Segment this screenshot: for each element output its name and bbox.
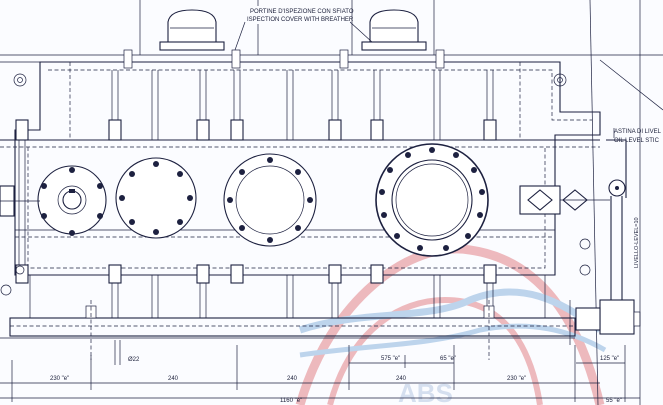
dimension-lines [0, 340, 640, 402]
bearing-cover-4 [375, 143, 489, 257]
rib [230, 70, 244, 284]
rib [286, 70, 294, 318]
dim-240-c: 240 [396, 376, 407, 382]
inspection-cover-label-en: ISPECTION COVER WITH BREATHER [247, 17, 354, 23]
dim-hole: Ø22 [128, 357, 140, 363]
top-bolts [123, 49, 445, 69]
housing-upper [0, 61, 601, 141]
dim-240-a: 240 [168, 376, 179, 382]
base-bolts [85, 300, 495, 360]
rib [328, 70, 342, 318]
dim-230-left: 230 "e" [50, 376, 69, 382]
watermark-logo: ABS [295, 244, 607, 405]
oil-level-label-it: ASTINA DI LIVEL [614, 129, 662, 135]
inspection-cover-label-it: PORTINE D'ISPEZIONE CON SFIATO [250, 9, 354, 15]
bearing-cover-3 [223, 153, 317, 247]
oil-level-assembly [519, 139, 641, 345]
rib [433, 70, 441, 318]
housing-base [0, 275, 576, 339]
bearing-cover-1 [37, 165, 107, 236]
dim-230-right: 230 "e" [507, 376, 526, 382]
rib [370, 70, 384, 284]
rib-group [15, 70, 497, 318]
level-vertical-label: LIVELLO-LEVEL=10 [634, 217, 640, 268]
left-shaft [0, 185, 40, 217]
rib [108, 70, 122, 318]
dim-125: 125 "e" [600, 356, 619, 362]
dim-total: 1160 "e" [280, 398, 302, 404]
breather-right [361, 9, 427, 51]
bearing-cover-2 [115, 157, 197, 239]
dim-575: 575 "e" [381, 356, 400, 362]
dim-65: 65 "e" [440, 356, 456, 362]
rib [15, 119, 29, 284]
breather-left [159, 9, 225, 51]
rib [151, 70, 159, 318]
dim-55: 55 "e" [606, 398, 622, 404]
oil-level-label-en: OIL LEVEL STIC [614, 138, 660, 144]
rib [483, 70, 497, 318]
dim-240-b: 240 [287, 376, 298, 382]
watermark-text: ABS [398, 378, 453, 405]
rib [196, 70, 210, 318]
